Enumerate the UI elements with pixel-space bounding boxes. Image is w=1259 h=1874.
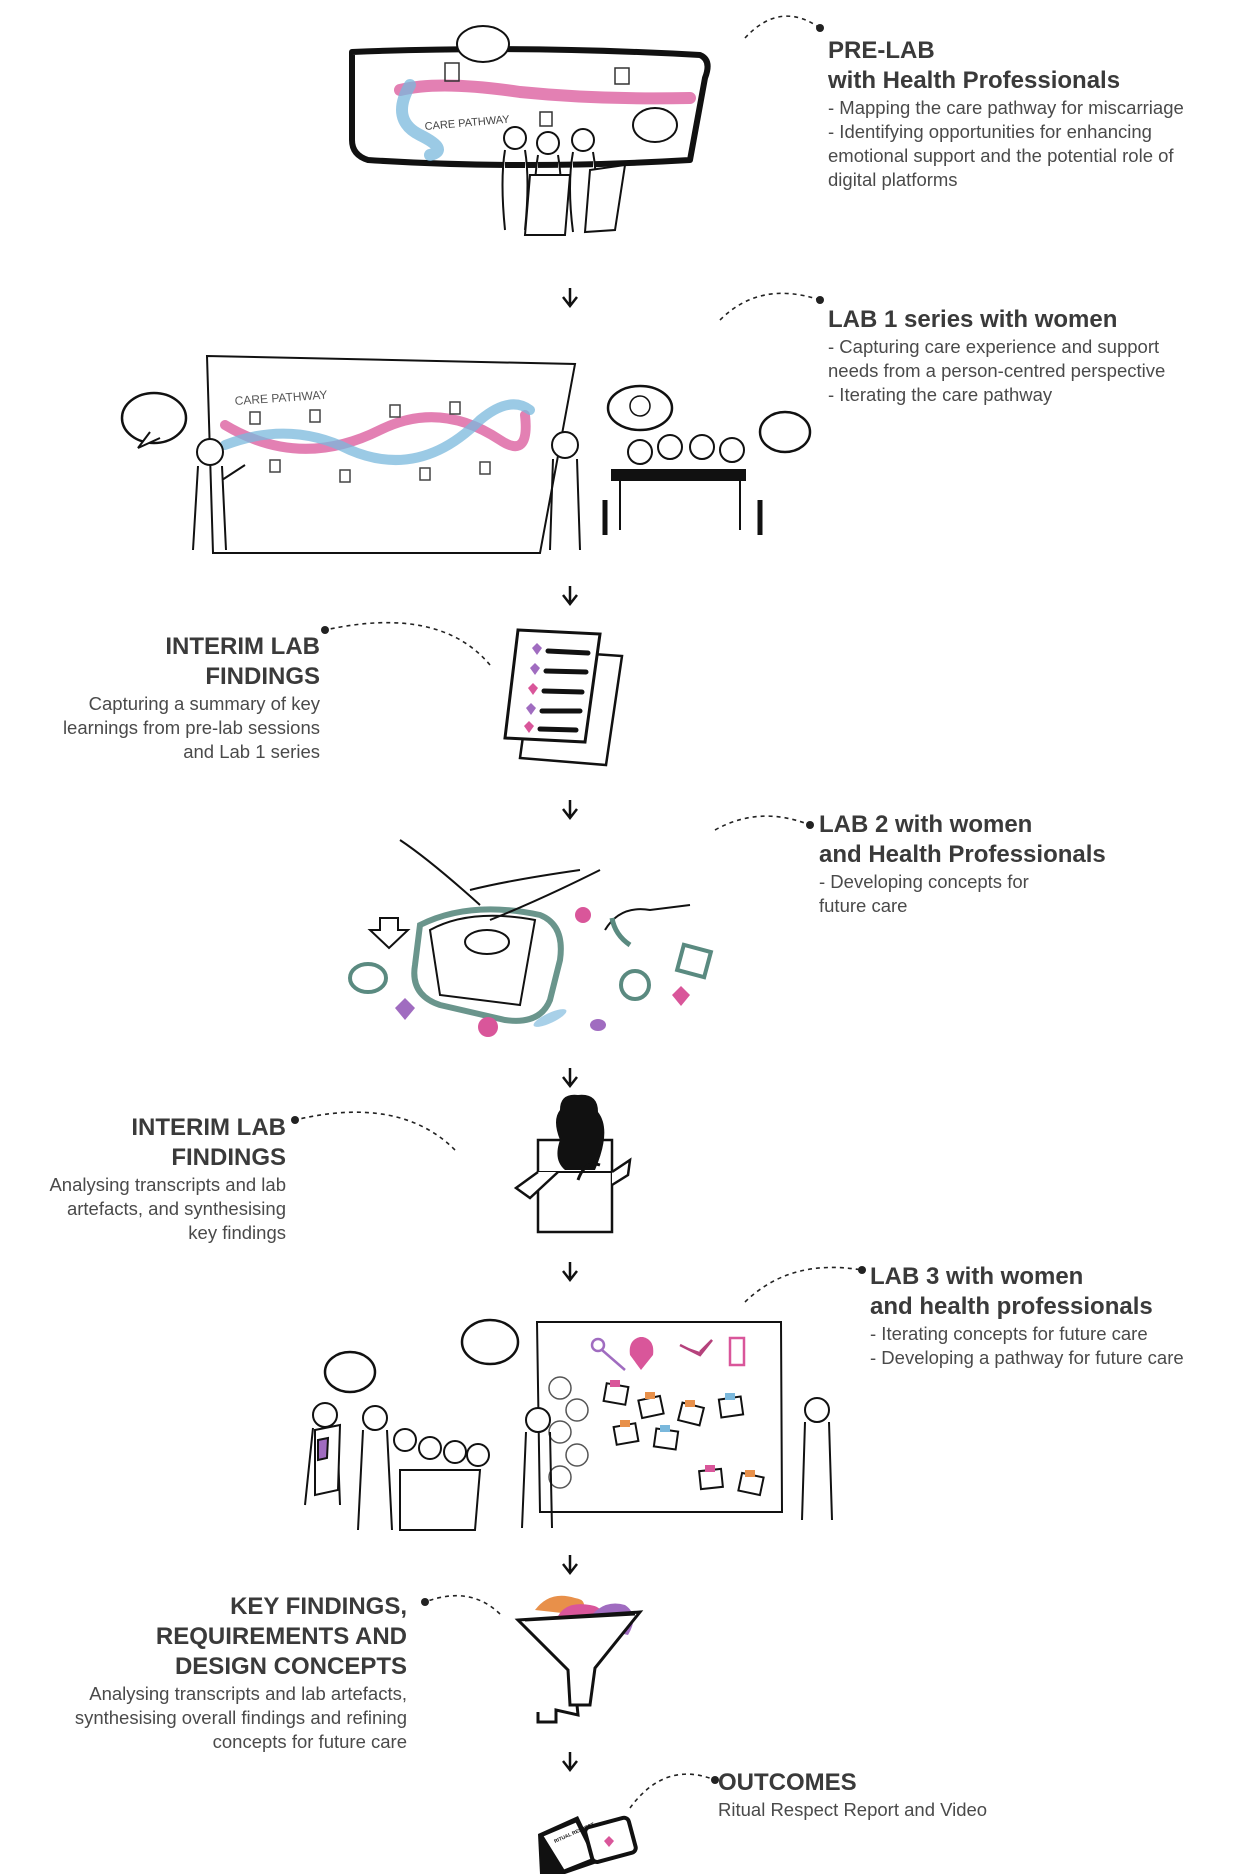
lab1-desc-line: - Iterating the care pathway [828, 384, 1053, 405]
lab3-title-line: LAB 3 with women [870, 1263, 1084, 1290]
lab1-illustration: CARE PATHWAY [120, 354, 812, 554]
pre-lab-illustration: CARE PATHWAY [349, 25, 711, 236]
flow-arrow-2 [562, 586, 578, 607]
flow-arrow-5 [562, 1262, 578, 1283]
lab3-illustration [304, 1318, 833, 1531]
key-findings-desc-line: Analysing transcripts and lab artefacts, [89, 1683, 407, 1704]
lab3-connector [744, 1266, 866, 1303]
flow-arrow-1 [562, 288, 578, 309]
key-findings-title-line: KEY FINDINGS, [230, 1593, 407, 1620]
interim1-title-line: INTERIM LAB [165, 633, 320, 660]
interim2-desc-line: Analysing transcripts and lab [49, 1174, 286, 1195]
key-findings-connector [421, 1594, 501, 1615]
interim1-description: Capturing a summary of key learnings fro… [0, 692, 320, 764]
pre-lab-desc-line: emotional support and the potential role… [828, 145, 1174, 166]
lab1-title: LAB 1 series with women [828, 305, 1258, 335]
lab3-text: LAB 3 with women and health professional… [870, 1262, 1255, 1370]
pre-lab-desc-line: - Identifying opportunities for enhancin… [828, 121, 1152, 142]
lab2-description: - Developing concepts for future care [819, 870, 1249, 918]
lab1-title-line: LAB 1 series with women [828, 306, 1118, 333]
outcomes-illustration: RITUAL RESPECT [538, 1815, 638, 1874]
interim2-desc-line: key findings [188, 1222, 286, 1243]
lab1-desc-line: needs from a person-centred perspective [828, 360, 1166, 381]
pre-lab-title-line: with Health Professionals [828, 67, 1121, 94]
outcomes-title: OUTCOMES [718, 1768, 1138, 1798]
key-findings-description: Analysing transcripts and lab artefacts,… [0, 1682, 407, 1754]
lab3-title-line: and health professionals [870, 1293, 1153, 1320]
interim2-description: Analysing transcripts and lab artefacts,… [0, 1173, 286, 1245]
flow-arrow-7 [562, 1752, 578, 1773]
outcomes-description: Ritual Respect Report and Video [718, 1798, 1138, 1822]
interim2-title-line: FINDINGS [171, 1144, 286, 1171]
pre-lab-board-text: CARE PATHWAY [424, 114, 511, 133]
interim1-title: INTERIM LAB FINDINGS [0, 632, 320, 692]
interim2-text: INTERIM LAB FINDINGS Analysing transcrip… [0, 1113, 286, 1245]
lab2-connector [714, 815, 814, 831]
interim2-illustration [513, 1094, 632, 1234]
lab3-description: - Iterating concepts for future care - D… [870, 1322, 1255, 1370]
key-findings-desc-line: concepts for future care [212, 1731, 407, 1752]
key-findings-title-line: DESIGN CONCEPTS [174, 1653, 407, 1680]
interim2-desc-line: artefacts, and synthesising [66, 1198, 286, 1219]
interim1-title-line: FINDINGS [205, 663, 320, 690]
lab2-title: LAB 2 with women and Health Professional… [819, 810, 1249, 870]
lab2-title-line: and Health Professionals [819, 841, 1106, 868]
pre-lab-desc-line: - Mapping the care pathway for miscarria… [828, 97, 1184, 118]
key-findings-text: KEY FINDINGS, REQUIREMENTS AND DESIGN CO… [0, 1592, 407, 1754]
interim2-title-line: INTERIM LAB [131, 1114, 286, 1141]
lab3-desc-line: - Iterating concepts for future care [870, 1323, 1148, 1344]
lab2-text: LAB 2 with women and Health Professional… [819, 810, 1249, 918]
outcomes-text: OUTCOMES Ritual Respect Report and Video [718, 1768, 1138, 1822]
lab1-board-text: CARE PATHWAY [234, 388, 328, 408]
pre-lab-connector [744, 15, 824, 39]
key-findings-desc-line: synthesising overall findings and refini… [74, 1707, 407, 1728]
pre-lab-description: - Mapping the care pathway for miscarria… [828, 96, 1258, 192]
lab3-title: LAB 3 with women and health professional… [870, 1262, 1255, 1322]
interim1-text: INTERIM LAB FINDINGS Capturing a summary… [0, 632, 320, 764]
interim2-connector [291, 1111, 456, 1151]
pre-lab-title: PRE-LAB with Health Professionals [828, 36, 1258, 96]
key-findings-title: KEY FINDINGS, REQUIREMENTS AND DESIGN CO… [0, 1592, 407, 1682]
flow-arrow-4 [562, 1068, 578, 1089]
pre-lab-title-line: PRE-LAB [828, 37, 935, 64]
outcomes-desc-line: Ritual Respect Report and Video [718, 1799, 988, 1820]
lab3-desc-line: - Developing a pathway for future care [870, 1347, 1184, 1368]
lab2-desc-line: future care [819, 895, 908, 916]
lab2-title-line: LAB 2 with women [819, 811, 1033, 838]
flow-arrow-6 [562, 1555, 578, 1576]
interim1-desc-line: Capturing a summary of key [88, 693, 320, 714]
lab1-description: - Capturing care experience and support … [828, 335, 1258, 407]
pre-lab-text: PRE-LAB with Health Professionals - Mapp… [828, 36, 1258, 192]
key-findings-title-line: REQUIREMENTS AND [155, 1623, 407, 1650]
interim1-desc-line: and Lab 1 series [183, 741, 320, 762]
interim2-title: INTERIM LAB FINDINGS [0, 1113, 286, 1173]
outcomes-title-line: OUTCOMES [718, 1769, 857, 1796]
lab2-illustration [348, 839, 714, 1037]
pre-lab-desc-line: digital platforms [828, 169, 958, 190]
key-findings-illustration [514, 1595, 644, 1724]
lab2-desc-line: - Developing concepts for [819, 871, 1029, 892]
interim1-desc-line: learnings from pre-lab sessions [62, 717, 320, 738]
lab1-text: LAB 1 series with women - Capturing care… [828, 305, 1258, 407]
flow-arrow-3 [562, 800, 578, 821]
interim1-illustration [503, 628, 624, 767]
interim1-connector [321, 621, 491, 666]
outcomes-connector [629, 1773, 719, 1809]
lab1-desc-line: - Capturing care experience and support [828, 336, 1160, 357]
lab1-connector [719, 292, 824, 321]
